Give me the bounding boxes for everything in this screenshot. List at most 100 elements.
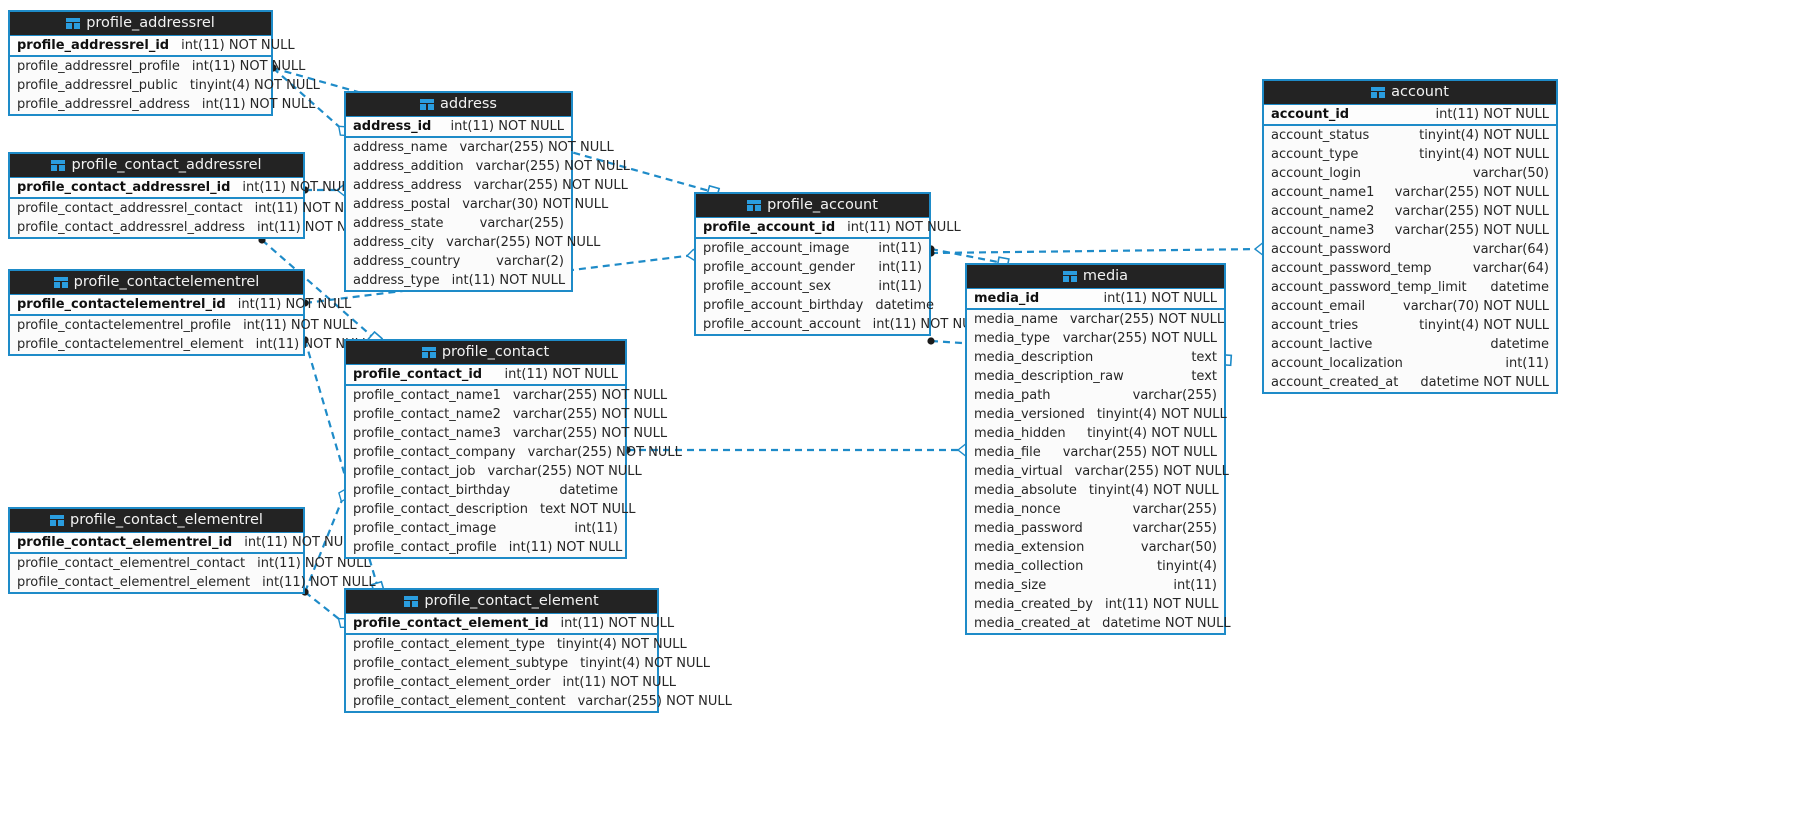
primary-key-type: int(11) NOT NULL bbox=[1435, 107, 1549, 122]
entity-name: media bbox=[1082, 268, 1129, 284]
field-name: account_type bbox=[1271, 147, 1359, 162]
table-icon bbox=[50, 514, 65, 526]
relationship-line bbox=[304, 591, 345, 624]
primary-key-type: int(11) NOT NULL bbox=[847, 220, 961, 235]
entity-table-profile_contact_elementrel[interactable]: profile_contact_elementrel profile_contac… bbox=[8, 507, 376, 594]
field-name: profile_contactelementrel_element bbox=[17, 337, 244, 352]
field-type: varchar(255) NOT NULL bbox=[512, 426, 668, 441]
field-type: datetime bbox=[875, 298, 934, 313]
field-name: profile_contact_company bbox=[353, 445, 516, 460]
entity-table-profile_contact_addressrel[interactable]: profile_contact_addressrel profile_contac… bbox=[8, 152, 371, 239]
table-icon bbox=[53, 276, 68, 288]
entity-name: profile_addressrel bbox=[86, 15, 215, 31]
entity-title-bar[interactable]: media bbox=[967, 265, 1224, 288]
entity-title-bar[interactable]: profile_addressrel bbox=[10, 12, 271, 35]
field-name: media_path bbox=[974, 388, 1051, 403]
field-name: profile_contact_name2 bbox=[353, 407, 501, 422]
entity-name: profile_account bbox=[767, 197, 878, 213]
field-name: media_collection bbox=[974, 559, 1084, 574]
entity-title-bar[interactable]: profile_contact_elementrel bbox=[10, 509, 303, 532]
field-name: account_password_temp_limit bbox=[1271, 280, 1467, 295]
field-name: profile_account_gender bbox=[703, 260, 855, 275]
field-name: profile_contactelementrel_profile bbox=[17, 318, 232, 333]
entity-title-bar[interactable]: account bbox=[1264, 81, 1556, 104]
entity-title-bar[interactable]: profile_contact_element bbox=[346, 590, 657, 613]
field-type: varchar(64) bbox=[1472, 261, 1549, 276]
entity-name: address bbox=[440, 96, 497, 112]
entity-name: account bbox=[1391, 84, 1449, 100]
entity-name: profile_contact_elementrel bbox=[70, 512, 263, 528]
field-type: varchar(255) NOT NULL bbox=[512, 388, 668, 403]
field-name: account_password bbox=[1271, 242, 1392, 257]
primary-key-section: address_id int(11) NOT NULL bbox=[346, 116, 571, 138]
field-name: address_type bbox=[353, 273, 440, 288]
field-type: datetime bbox=[559, 483, 618, 498]
field-name: account_status bbox=[1271, 128, 1370, 143]
field-name: profile_contact_element_content bbox=[353, 694, 566, 709]
field-type: varchar(255) bbox=[479, 216, 564, 231]
field-type: varchar(50) bbox=[1140, 540, 1217, 555]
primary-key-row: address_id int(11) NOT NULL bbox=[346, 117, 571, 136]
table-icon bbox=[51, 159, 66, 171]
field-name: address_postal bbox=[353, 197, 451, 212]
relationship-rel-profile_account-account[interactable] bbox=[927, 242, 1271, 257]
primary-key-type: int(11) NOT NULL bbox=[244, 535, 358, 550]
field-type: tinyint(4) bbox=[1156, 559, 1217, 574]
field-type: tinyint(4) NOT NULL bbox=[1088, 483, 1219, 498]
field-type: varchar(255) NOT NULL bbox=[1394, 223, 1549, 238]
entity-title-bar[interactable]: profile_contactelementrel bbox=[10, 271, 303, 294]
primary-key-type: int(11) NOT NULL bbox=[181, 38, 295, 53]
entity-title-bar[interactable]: profile_contact bbox=[346, 341, 625, 364]
field-name: media_password bbox=[974, 521, 1083, 536]
field-type: int(11) NOT NULL bbox=[451, 273, 566, 288]
field-name: media_virtual bbox=[974, 464, 1063, 479]
primary-key-name: address_id bbox=[353, 119, 432, 134]
field-name: profile_addressrel_public bbox=[17, 78, 178, 93]
entity-title-bar[interactable]: profile_contact_addressrel bbox=[10, 154, 303, 177]
field-name: account_email bbox=[1271, 299, 1366, 314]
field-type: text NOT NULL bbox=[540, 502, 636, 517]
field-type: varchar(255) NOT NULL bbox=[487, 464, 642, 479]
field-type: int(11) bbox=[878, 241, 922, 256]
primary-key-type: int(11) NOT NULL bbox=[450, 119, 564, 134]
primary-key-name: profile_contact_id bbox=[353, 367, 483, 382]
entity-title-bar[interactable]: address bbox=[346, 93, 571, 116]
field-type: varchar(255) NOT NULL bbox=[473, 178, 628, 193]
entity-title-bar[interactable]: profile_account bbox=[696, 194, 929, 217]
